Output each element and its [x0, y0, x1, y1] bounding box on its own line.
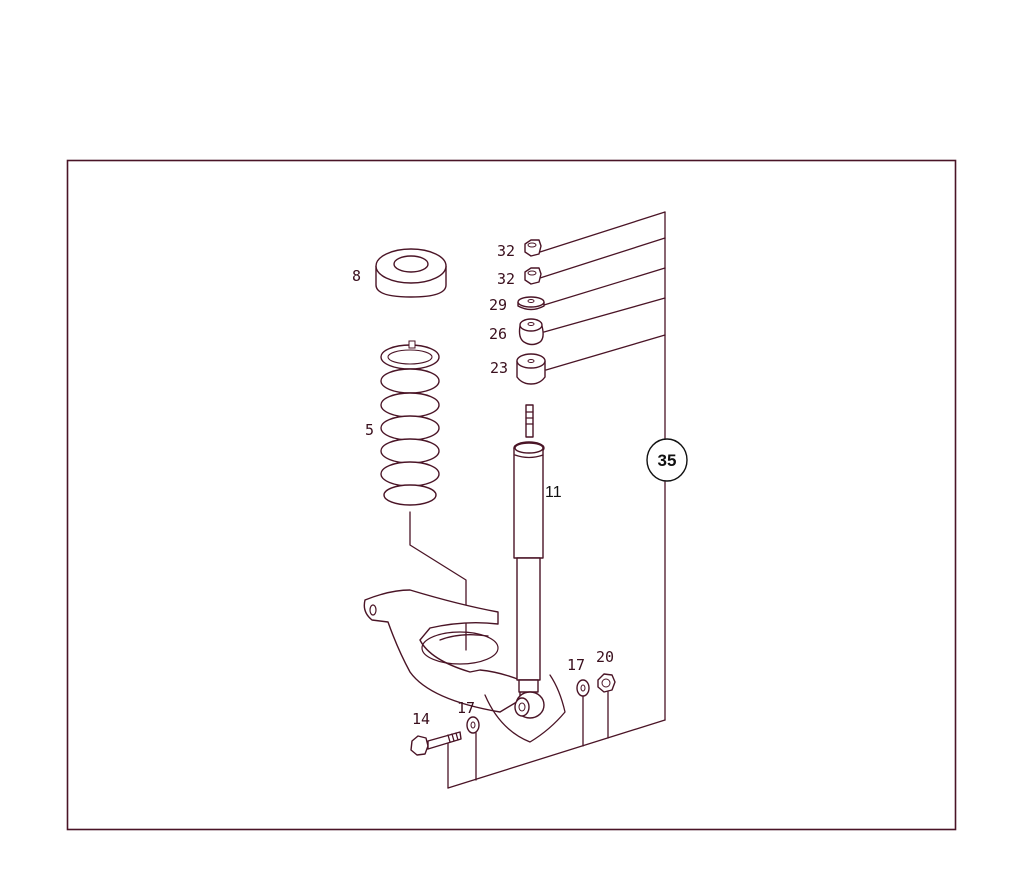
part-5-coil-spring[interactable]: 5: [365, 340, 440, 506]
label-29: 29: [489, 296, 507, 314]
label-32-upper: 32: [497, 242, 515, 260]
label-11: 11: [545, 484, 562, 501]
part-20-nut[interactable]: 20: [596, 648, 616, 693]
part-14-bolt[interactable]: 14: [410, 710, 462, 756]
label-23: 23: [490, 359, 508, 377]
part-29-washer[interactable]: 29: [489, 296, 545, 314]
part-17-washer-right[interactable]: 17: [567, 656, 590, 697]
diagram-frame: [66, 159, 957, 831]
part-17-washer-left[interactable]: 17: [457, 699, 480, 734]
part-8-spring-pad[interactable]: 8: [352, 248, 447, 298]
label-17-left: 17: [457, 699, 475, 717]
part-26-bushing[interactable]: 26: [489, 318, 544, 346]
callout-35-label: 35: [658, 451, 677, 470]
label-20: 20: [596, 648, 614, 666]
label-17-right: 17: [567, 656, 585, 674]
part-11-shock-absorber[interactable]: 11: [513, 404, 562, 719]
part-23-bushing[interactable]: 23: [490, 353, 546, 385]
kit-bracket-lines: [447, 211, 666, 789]
label-5: 5: [365, 421, 374, 439]
kit-callout-35[interactable]: 35: [646, 438, 688, 482]
label-8: 8: [352, 267, 361, 285]
label-32-lower: 32: [497, 270, 515, 288]
part-32-nut-upper[interactable]: 32: [497, 239, 542, 260]
part-32-nut-lower[interactable]: 32: [497, 267, 542, 288]
label-14: 14: [412, 710, 430, 728]
lower-control-arm[interactable]: [363, 589, 566, 743]
label-26: 26: [489, 325, 507, 343]
